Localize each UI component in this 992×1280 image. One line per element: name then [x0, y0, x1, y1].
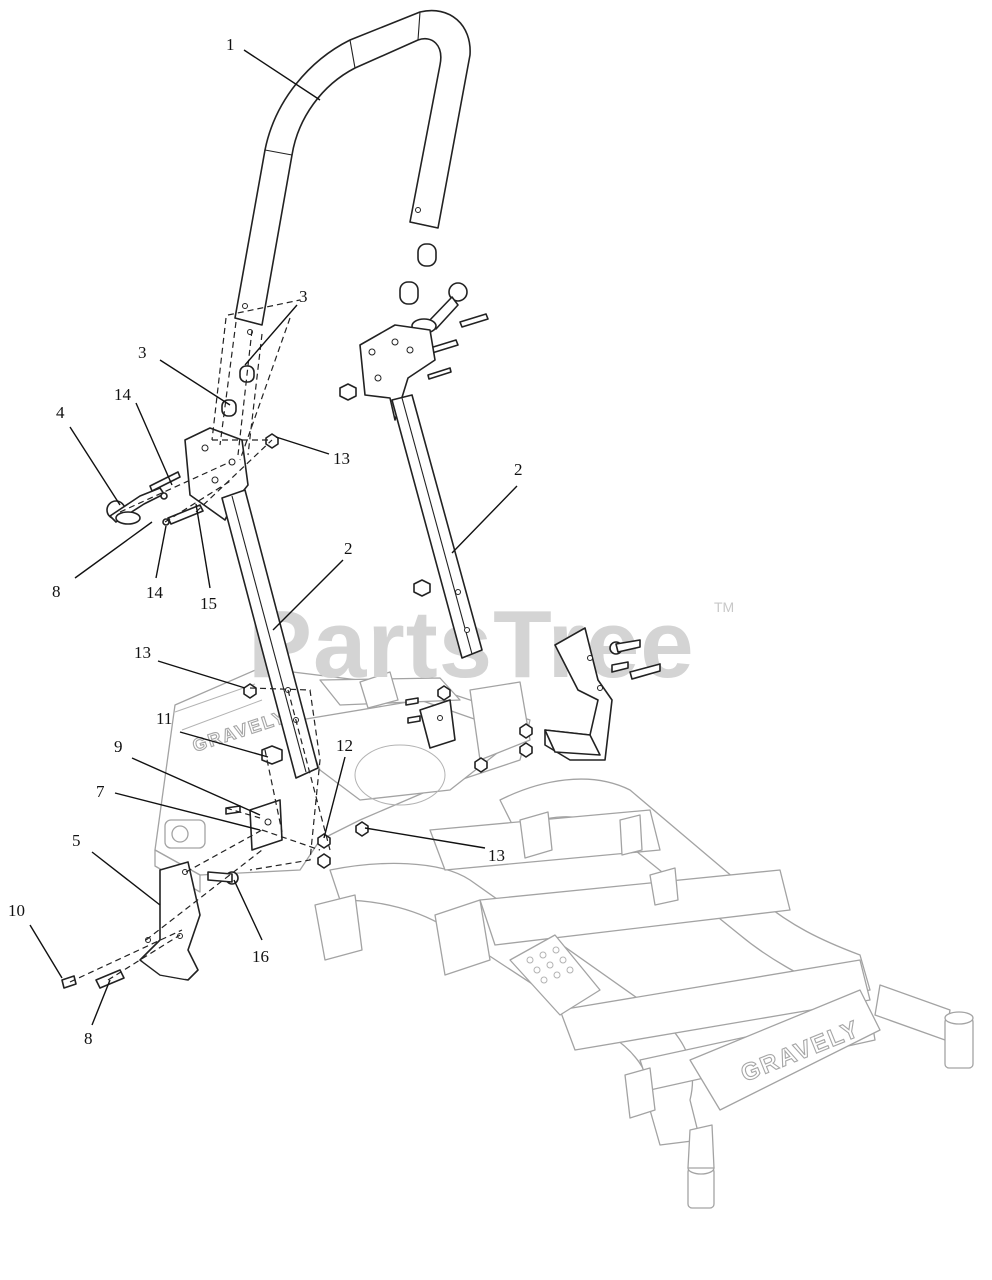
assembly-lines	[69, 299, 331, 983]
callout-13-middle: 13	[134, 643, 151, 662]
callout-3-lower: 3	[138, 343, 147, 362]
callout-8-lower: 8	[84, 1029, 93, 1048]
right-pivot-hardware	[339, 243, 489, 401]
callout-7: 7	[96, 782, 105, 801]
right-mount-bracket	[405, 627, 661, 773]
left-pivot-hardware	[106, 365, 279, 699]
callout-14-lower: 14	[146, 583, 164, 602]
rops-lower-tube-right	[359, 324, 483, 659]
callout-10: 10	[8, 901, 25, 920]
callout-16: 16	[252, 947, 269, 966]
callout-13-upper: 13	[333, 449, 350, 468]
callout-12: 12	[336, 736, 353, 755]
callout-14-upper: 14	[114, 385, 132, 404]
rops-lower-tube-left	[184, 427, 319, 779]
callout-5: 5	[72, 831, 81, 850]
callout-11: 11	[156, 709, 172, 728]
leader-lines	[29, 49, 518, 1026]
callout-9: 9	[114, 737, 123, 756]
callouts: 1 2 2 3 3 4 5 7 8 8 9 10 11 12 13 13 13 …	[8, 35, 523, 1048]
watermark-trademark: TM	[714, 599, 734, 615]
callout-3-upper: 3	[299, 287, 308, 306]
callout-8-upper: 8	[52, 582, 61, 601]
callout-2-right: 2	[514, 460, 523, 479]
callout-4: 4	[56, 403, 65, 422]
callout-13-lower: 13	[488, 846, 505, 865]
rops-upper-hoop	[234, 9, 471, 335]
callout-15: 15	[200, 594, 217, 613]
mower-frame: GRAVELY GRAVELY	[154, 667, 974, 1209]
watermark: PartsTree TM	[248, 591, 734, 698]
callout-2-left: 2	[344, 539, 353, 558]
callout-1: 1	[226, 35, 235, 54]
